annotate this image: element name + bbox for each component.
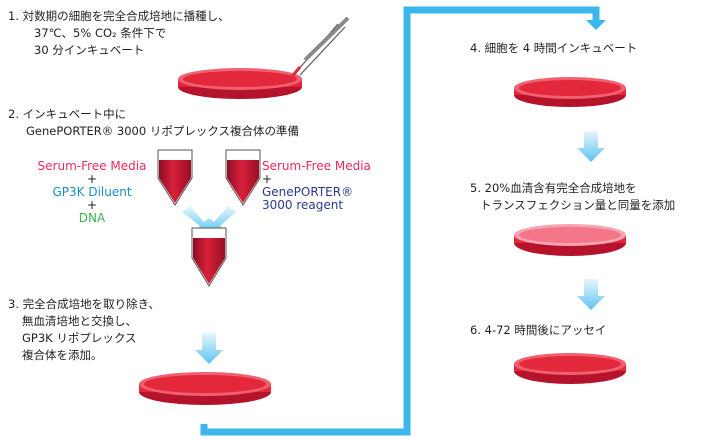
step-1-line-2: 37℃、5% CO₂ 条件下で [34, 26, 167, 40]
mix-arrow-left-icon [182, 206, 210, 234]
step-1-text: 1. 対数期の細胞を完全合成培地に播種し、 37℃、5% CO₂ 条件下で 30… [8, 8, 230, 59]
flow-arrowhead-icon [586, 20, 606, 30]
down-arrow-6-icon [577, 279, 605, 310]
step-4-line-1: 4. 細胞を 4 時間インキュベート [470, 41, 638, 55]
plus-sign: + [262, 172, 273, 186]
step-6-text: 6. 4-72 時間後にアッセイ [470, 322, 606, 339]
dna-label: DNA [78, 211, 106, 225]
step-2-text: 2. インキュベート中に GenePORTER® 3000 リポプレックス複合体… [8, 106, 299, 140]
step-6-line-1: 6. 4-72 時間後にアッセイ [470, 323, 607, 337]
serum-free-media-label-left: Serum-Free Media [37, 159, 147, 173]
step-1-line-3: 30 分インキュベート [34, 43, 145, 57]
petri-dish-4 [514, 77, 626, 107]
step-2-line-2: GenePORTER® 3000 リポプレックス複合体の準備 [26, 124, 300, 138]
plus-sign: + [86, 198, 98, 212]
step-3-text: 3. 完全合成培地を取り除き、 無血清培地と交換し、 GP3K リポプレックス … [8, 296, 160, 364]
petri-dish-1 [178, 68, 302, 99]
gp3k-diluent-label: GP3K Diluent [52, 185, 132, 199]
genepporter-label-1: GenePORTER® [262, 185, 354, 199]
step-5-line-1: 5. 20%血清含有完全合成培地を [470, 181, 637, 195]
mix-arrow-right-icon [209, 206, 236, 234]
flow-connector [200, 6, 600, 436]
step-4-text: 4. 細胞を 4 時間インキュベート [470, 40, 637, 57]
down-arrow-5-icon [577, 131, 605, 162]
pipette-icon [288, 16, 350, 80]
tube-right-labels: Serum-Free Media + GenePORTER® 3000 reag… [262, 160, 371, 212]
step-3-line-2: 無血清培地と交換し、 [22, 314, 137, 328]
step-3-line-1: 3. 完全合成培地を取り除き、 [8, 297, 160, 311]
genepporter-label-2: 3000 reagent [262, 198, 344, 212]
step-3-line-3: GP3K リポプレックス [22, 331, 137, 345]
step-1-line-1: 1. 対数期の細胞を完全合成培地に播種し、 [8, 9, 230, 23]
petri-dish-6 [514, 353, 626, 384]
down-arrow-3-icon [195, 333, 223, 364]
step-2-line-1: 2. インキュベート中に [8, 107, 127, 121]
petri-dish-3 [139, 372, 271, 405]
tube-left [157, 149, 193, 206]
tube-left-labels: Serum-Free Media + GP3K Diluent + DNA [34, 160, 150, 225]
tube-right [225, 149, 261, 206]
plus-sign: + [86, 172, 98, 186]
tube-mixed [191, 227, 227, 287]
petri-dish-5 [514, 224, 626, 256]
step-5-text: 5. 20%血清含有完全合成培地を トランスフェクション量と同量を添加 [470, 180, 675, 214]
serum-free-media-label-right: Serum-Free Media [262, 159, 371, 173]
step-3-line-4: 複合体を添加。 [22, 348, 103, 362]
step-5-line-2: トランスフェクション量と同量を添加 [480, 198, 676, 212]
